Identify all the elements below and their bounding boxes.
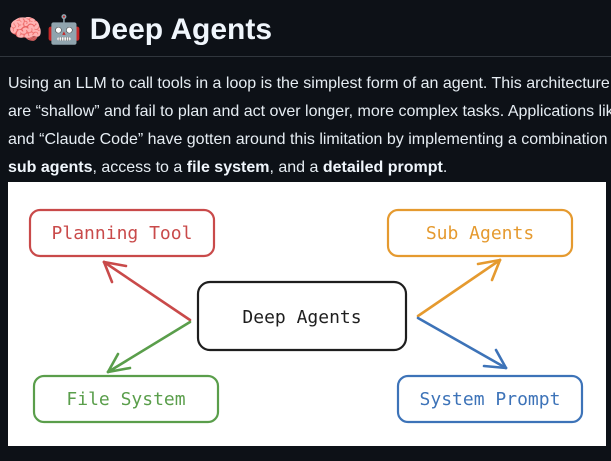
file-system-label: File System	[66, 389, 185, 410]
intro-line-1: Using an LLM to call tools in a loop is …	[8, 75, 611, 92]
intro-text: , access to a	[92, 159, 187, 176]
diagram-svg: Planning Tool Sub Agents Deep Agents Fil…	[28, 208, 584, 424]
system-prompt-box	[396, 374, 584, 424]
intro-text: , and a	[269, 159, 323, 176]
arrow-sub-agents	[416, 258, 502, 318]
page-header: 🧠 🤖 Deep Agents	[8, 6, 611, 54]
deep-agents-label: Deep Agents	[242, 307, 361, 328]
arrow-planning-tool	[102, 260, 192, 322]
intro-line-2: are “shallow” and fail to plan and act o…	[8, 103, 611, 120]
intro-paragraph: Using an LLM to call tools in a loop is …	[8, 70, 611, 182]
sub-agents-box	[386, 208, 574, 258]
intro-line-3: and “Claude Code” have gotten around thi…	[8, 131, 608, 148]
bold-sub-agents: sub agents	[8, 159, 93, 176]
file-system-box	[32, 374, 220, 424]
intro-text: .	[442, 159, 448, 176]
arrow-file-system	[106, 320, 192, 374]
robot-icon: 🤖	[46, 13, 82, 46]
intro-line-4: sub agents, access to a file system, and…	[8, 154, 611, 182]
brain-icon: 🧠	[8, 13, 43, 46]
heading-divider	[0, 56, 611, 57]
page-title: Deep Agents	[89, 13, 273, 46]
bold-detailed-prompt: detailed prompt	[322, 159, 443, 176]
bold-file-system: file system	[186, 159, 270, 176]
arrow-system-prompt	[416, 316, 508, 370]
planning-tool-label: Planning Tool	[52, 223, 193, 244]
deep-agents-box	[196, 280, 408, 352]
system-prompt-label: System Prompt	[420, 389, 561, 410]
sub-agents-label: Sub Agents	[426, 223, 534, 244]
architecture-diagram: Planning Tool Sub Agents Deep Agents Fil…	[8, 182, 606, 446]
planning-tool-box	[28, 208, 216, 258]
